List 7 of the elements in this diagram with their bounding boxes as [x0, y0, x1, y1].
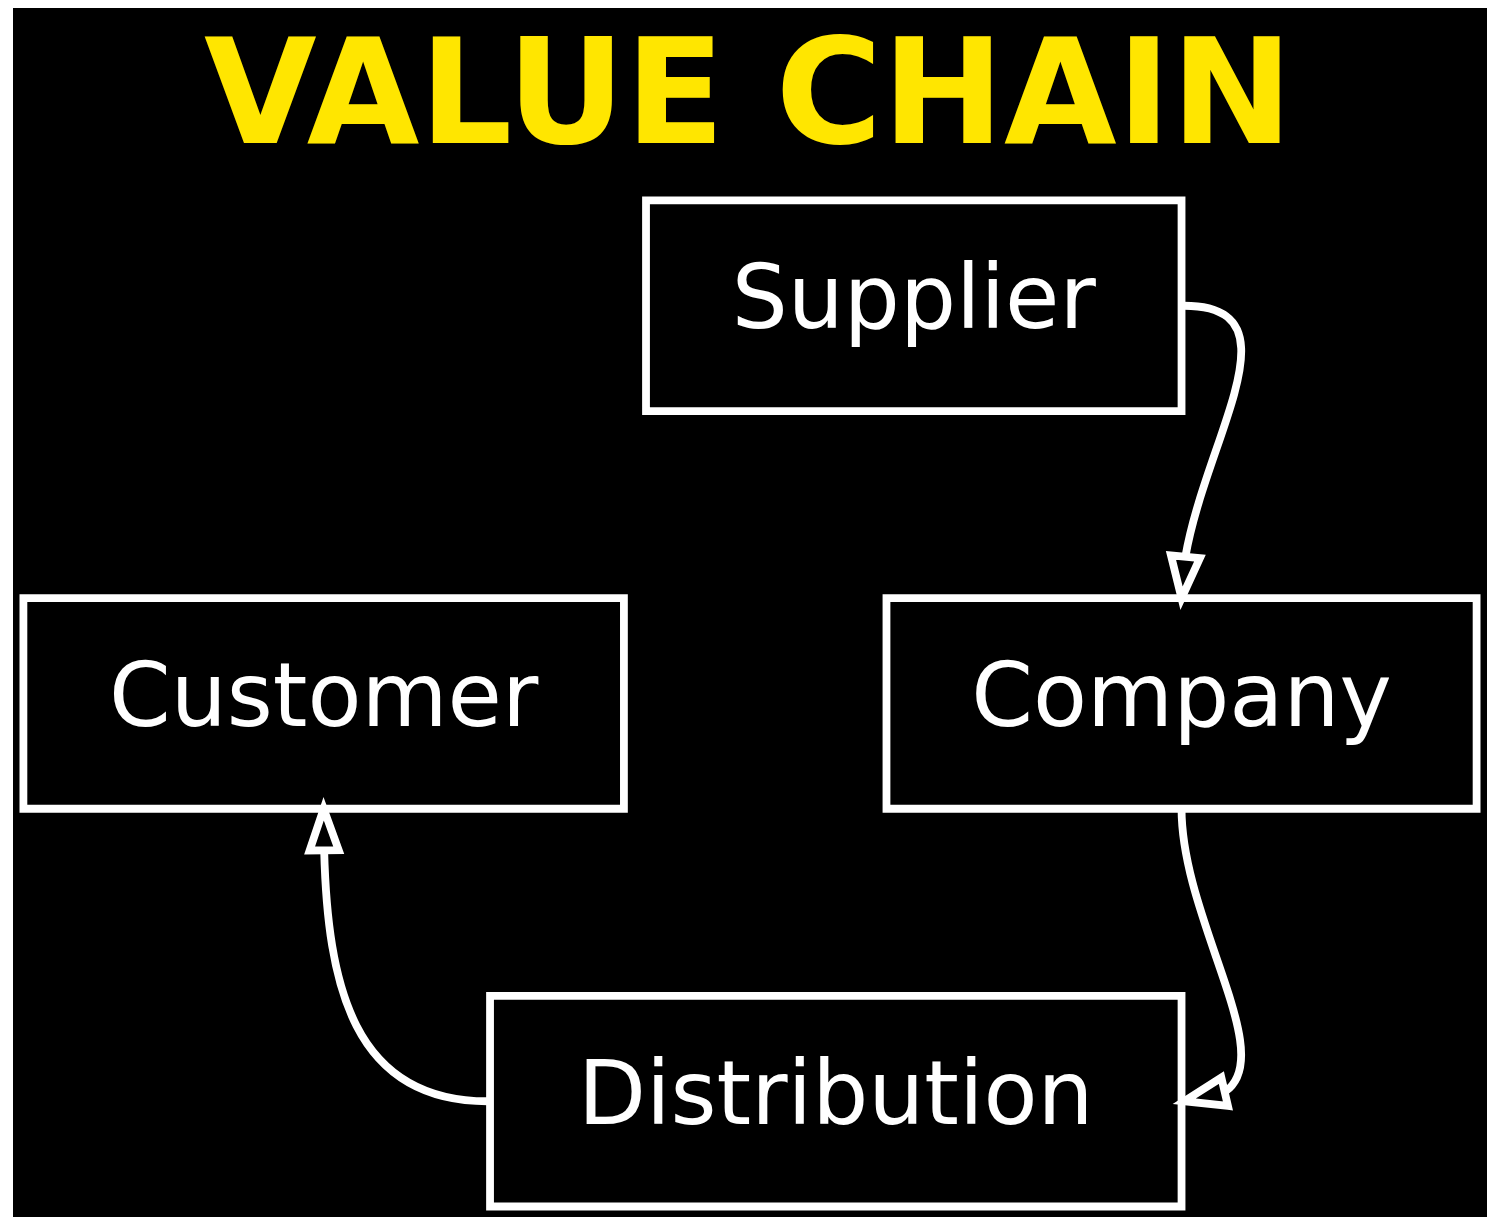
node-box: Customer: [19, 594, 628, 813]
arrow: [1165, 301, 1245, 610]
node-box: Company: [882, 594, 1481, 813]
arrow: [304, 796, 488, 1106]
node-box: Supplier: [642, 196, 1186, 415]
node-box: Distribution: [486, 992, 1186, 1211]
diagram-title: VALUE CHAIN: [204, 7, 1293, 177]
